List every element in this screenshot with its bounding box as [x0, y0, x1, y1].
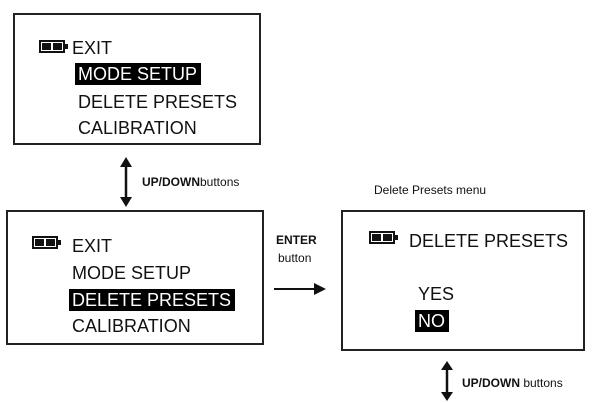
option-yes: YES [418, 284, 455, 304]
menu-item-exit: EXIT [72, 38, 113, 58]
menu-screen-delete-presets-selected: EXIT MODE SETUP DELETE PRESETS CALIBRATI… [6, 210, 264, 345]
menu-item-delete-presets: DELETE PRESETS [78, 92, 238, 112]
menu-item-mode-setup: MODE SETUP [72, 263, 192, 283]
enter-label: ENTER [276, 233, 317, 247]
up-down-buttons-label: UP/DOWN buttons [462, 377, 563, 389]
up-down-label-bold: UP/DOWN [142, 175, 200, 189]
menu-item-calibration: CALIBRATION [78, 118, 197, 138]
right-arrow-icon [274, 283, 326, 295]
battery-icon [32, 236, 61, 249]
menu-screen-mode-setup-selected: EXIT MODE SETUP DELETE PRESETS CALIBRATI… [13, 13, 261, 145]
button-label: button [278, 251, 312, 265]
delete-presets-heading: DELETE PRESETS [409, 231, 569, 251]
up-down-arrow-icon [441, 361, 453, 401]
menu-item-mode-setup-selected: MODE SETUP [75, 63, 202, 85]
menu-item-calibration: CALIBRATION [72, 316, 191, 336]
up-down-label-text: buttons [200, 175, 240, 189]
menu-item-exit: EXIT [72, 236, 113, 256]
delete-presets-screen: DELETE PRESETS YES NO [341, 210, 585, 351]
option-no-selected: NO [415, 310, 449, 332]
up-down-label-bold: UP/DOWN [462, 376, 520, 390]
delete-presets-menu-caption: Delete Presets menu [374, 183, 487, 197]
up-down-arrow-icon [120, 157, 132, 207]
battery-icon [39, 40, 68, 53]
up-down-label-text: buttons [520, 376, 563, 390]
battery-icon [369, 231, 398, 244]
up-down-buttons-label: UP/DOWNbuttons [142, 176, 239, 188]
menu-item-delete-presets-selected: DELETE PRESETS [69, 289, 236, 311]
